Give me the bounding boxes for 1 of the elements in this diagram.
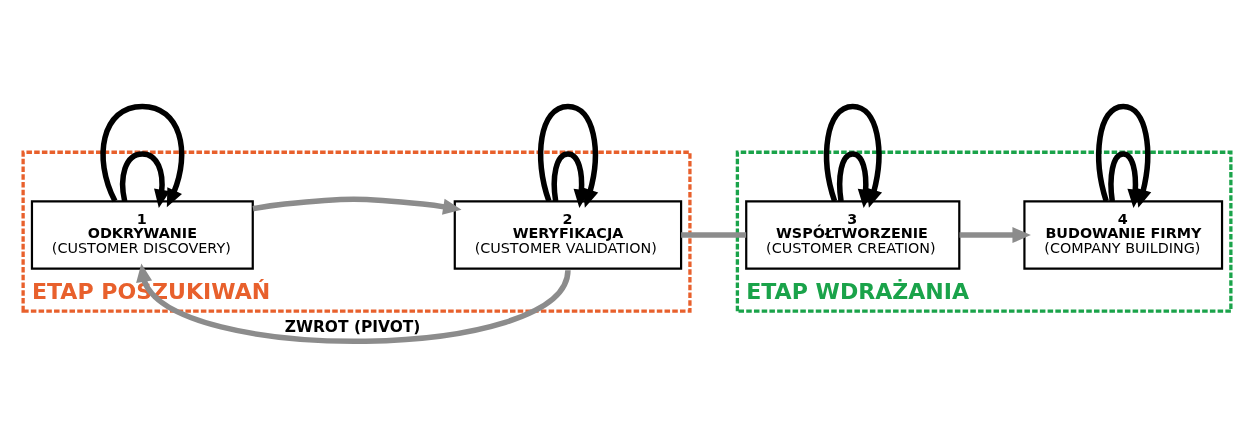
edge-label: ZWROT (PIVOT) — [284, 318, 421, 337]
